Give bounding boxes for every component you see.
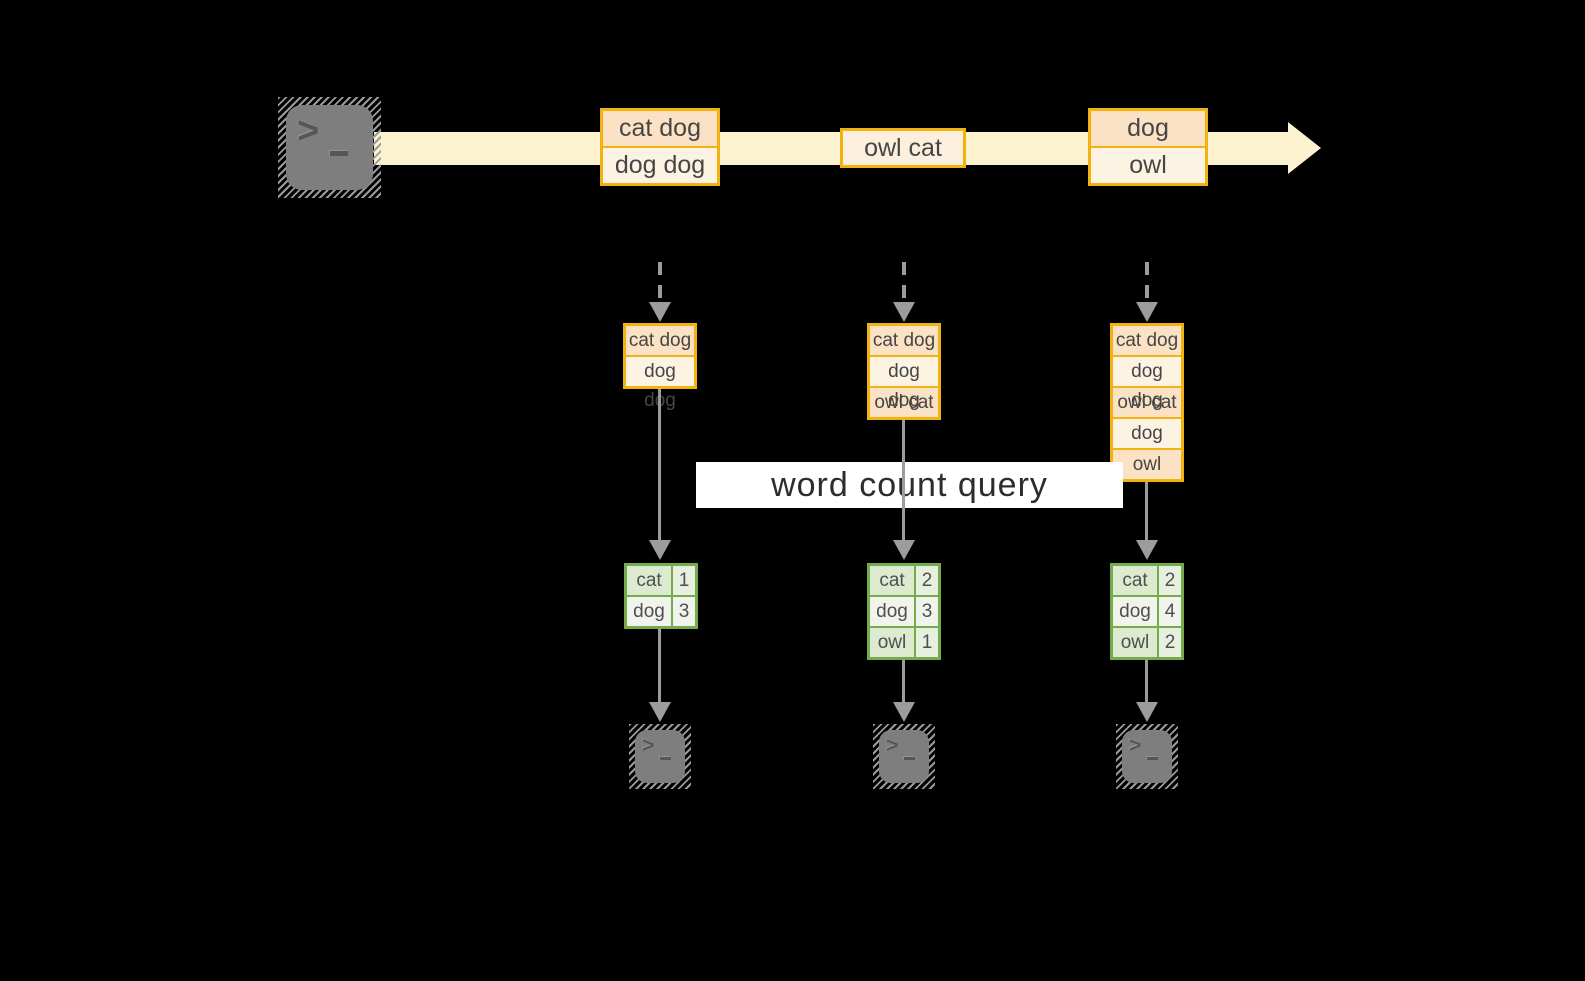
- result-table-3: cat 2 dog 4 owl 2: [1110, 563, 1184, 660]
- word-cell: dog: [627, 597, 671, 626]
- stream-event-2: owl cat: [840, 128, 966, 168]
- batch-row: cat dog: [626, 326, 694, 355]
- count-cell: 4: [1157, 597, 1181, 626]
- word-cell: cat: [870, 566, 914, 595]
- terminal-sink-icon-2: >: [873, 724, 935, 789]
- count-cell: 1: [914, 628, 938, 657]
- count-cell: 3: [671, 597, 695, 626]
- batch-row: cat dog: [1113, 326, 1181, 355]
- terminal-source-icon: >: [278, 97, 381, 198]
- arrow-head-icon: [893, 702, 915, 722]
- table-row: dog 4: [1113, 595, 1181, 626]
- query-label: word count query: [771, 465, 1048, 504]
- word-cell: dog: [870, 597, 914, 626]
- arrow-head-icon: [1136, 540, 1158, 560]
- event-line: dog dog: [603, 146, 717, 183]
- result-table-2: cat 2 dog 3 owl 1: [867, 563, 941, 660]
- word-cell: cat: [627, 566, 671, 595]
- dashed-arrow-head-icon: [649, 302, 671, 322]
- arrow-head-icon: [649, 702, 671, 722]
- count-cell: 2: [1157, 628, 1181, 657]
- dashed-arrow-line: [1145, 262, 1149, 302]
- count-cell: 3: [914, 597, 938, 626]
- table-row: cat 1: [627, 566, 695, 595]
- terminal-sink-icon-1: >: [629, 724, 691, 789]
- arrow-line: [902, 660, 905, 702]
- word-cell: owl: [870, 628, 914, 657]
- batch-box-3: cat dog dog dog owl cat dog owl: [1110, 323, 1184, 482]
- arrow-head-icon: [649, 540, 671, 560]
- event-line: dog: [1091, 111, 1205, 146]
- batch-row: cat dog: [870, 326, 938, 355]
- word-cell: dog: [1113, 597, 1157, 626]
- query-banner: word count query: [696, 462, 1123, 508]
- stream-arrowhead-icon: [1288, 122, 1321, 174]
- word-cell: owl: [1113, 628, 1157, 657]
- arrow-line: [658, 389, 661, 540]
- event-line: cat dog: [603, 111, 717, 146]
- cursor-icon: [330, 151, 348, 156]
- batch-row: owl cat: [1113, 386, 1181, 417]
- terminal-screen: >: [879, 730, 929, 783]
- terminal-screen: >: [286, 105, 373, 190]
- arrow-line: [902, 420, 905, 540]
- dashed-arrow-line: [658, 262, 662, 302]
- table-row: dog 3: [870, 595, 938, 626]
- terminal-screen: >: [635, 730, 685, 783]
- dashed-arrow-line: [902, 262, 906, 302]
- prompt-icon: >: [297, 110, 320, 152]
- stream-event-3: dog owl: [1088, 108, 1208, 186]
- arrow-head-icon: [1136, 702, 1158, 722]
- prompt-icon: >: [886, 734, 899, 757]
- cursor-icon: [660, 757, 671, 760]
- batch-row: dog dog: [1113, 355, 1181, 411]
- arrow-line: [1145, 660, 1148, 702]
- cursor-icon: [904, 757, 915, 760]
- batch-box-1: cat dog dog dog: [623, 323, 697, 411]
- stream-event-1: cat dog dog dog: [600, 108, 720, 186]
- result-table-1: cat 1 dog 3: [624, 563, 698, 629]
- table-row: owl 2: [1113, 626, 1181, 657]
- table-row: owl 1: [870, 626, 938, 657]
- word-cell: cat: [1113, 566, 1157, 595]
- table-row: cat 2: [1113, 566, 1181, 595]
- count-cell: 1: [671, 566, 695, 595]
- batch-row: owl: [1113, 448, 1181, 479]
- batch-row: owl cat: [870, 386, 938, 417]
- batch-box-2: cat dog dog dog owl cat: [867, 323, 941, 420]
- cursor-icon: [1147, 757, 1158, 760]
- arrow-line: [1145, 482, 1148, 540]
- dashed-arrow-head-icon: [893, 302, 915, 322]
- arrow-head-icon: [893, 540, 915, 560]
- event-line: owl: [1091, 146, 1205, 183]
- batch-row: dog dog: [626, 355, 694, 411]
- batch-row: dog: [1113, 417, 1181, 448]
- dashed-arrow-head-icon: [1136, 302, 1158, 322]
- count-cell: 2: [1157, 566, 1181, 595]
- batch-row: dog dog: [870, 355, 938, 411]
- terminal-screen: >: [1122, 730, 1172, 783]
- prompt-icon: >: [642, 734, 655, 757]
- arrow-line: [658, 629, 661, 702]
- terminal-sink-icon-3: >: [1116, 724, 1178, 789]
- event-line: owl cat: [843, 131, 963, 165]
- table-row: dog 3: [627, 595, 695, 626]
- count-cell: 2: [914, 566, 938, 595]
- prompt-icon: >: [1129, 734, 1142, 757]
- table-row: cat 2: [870, 566, 938, 595]
